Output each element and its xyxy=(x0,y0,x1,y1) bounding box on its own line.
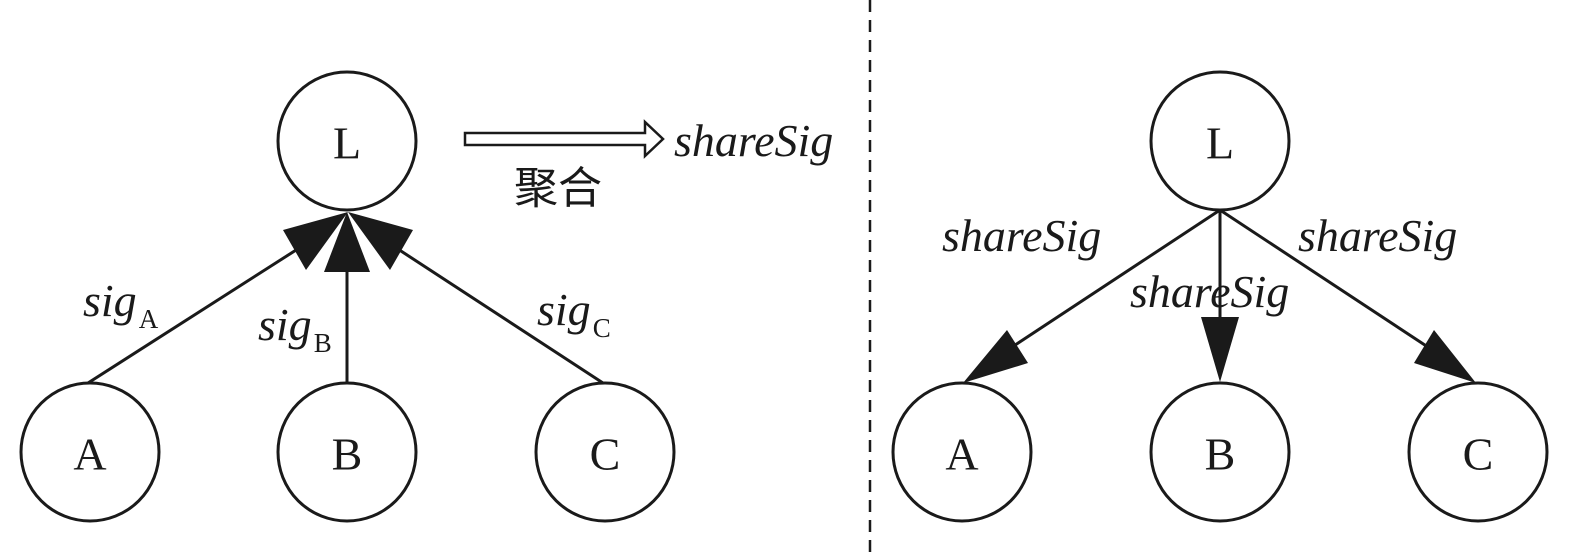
left-edge-c-label-sub: C xyxy=(593,313,611,343)
right-node-l: L xyxy=(1149,70,1291,212)
left-node-a-label: A xyxy=(73,429,106,480)
right-edge-a-arrowhead xyxy=(963,330,1028,383)
right-edge-b-label: shareSig xyxy=(1130,266,1289,317)
right-node-c-label: C xyxy=(1463,429,1494,480)
left-node-b: B xyxy=(276,381,418,523)
left-edge-b-label: sigB xyxy=(258,299,332,358)
left-edge-c-line xyxy=(377,234,604,385)
left-node-l: L xyxy=(276,70,418,212)
left-node-c: C xyxy=(534,381,676,523)
right-edge-c-arrowhead xyxy=(1414,330,1476,383)
right-node-b-label: B xyxy=(1205,429,1236,480)
aggregate-label: 聚合 xyxy=(514,163,602,214)
right-node-b: B xyxy=(1149,381,1291,523)
left-edge-a-arrowhead xyxy=(283,212,348,270)
left-edge-a-label-sub: A xyxy=(139,304,159,334)
left-panel: L A B C sigA sigB sigC shareSig 聚合 xyxy=(19,70,833,523)
right-edge-b-arrowhead xyxy=(1201,317,1239,382)
right-edge-a-label: shareSig xyxy=(942,210,1101,261)
right-node-l-label: L xyxy=(1206,118,1234,169)
left-node-c-label: C xyxy=(590,429,621,480)
aggregate-result-label: shareSig xyxy=(674,115,833,166)
right-edge-a-line xyxy=(999,208,1221,357)
left-edge-c-label: sigC xyxy=(537,284,611,343)
left-node-a: A xyxy=(19,381,161,523)
left-edge-a-line xyxy=(87,234,319,385)
left-node-b-label: B xyxy=(332,429,363,480)
right-node-c: C xyxy=(1407,381,1549,523)
right-panel: L A B C shareSig shareSig shareSig xyxy=(891,70,1549,523)
left-node-l-label: L xyxy=(333,118,361,169)
left-edge-b-label-sub: B xyxy=(314,328,332,358)
right-edge-c-line xyxy=(1219,208,1441,357)
left-edge-c-arrowhead xyxy=(348,212,413,270)
right-edge-c-label: shareSig xyxy=(1298,210,1457,261)
left-edge-b-arrowhead xyxy=(324,212,370,272)
aggregate-arrow-icon xyxy=(463,119,665,159)
left-edge-a-label-base: sig xyxy=(83,275,137,326)
right-node-a: A xyxy=(891,381,1033,523)
right-node-a-label: A xyxy=(945,429,978,480)
left-edge-c-label-base: sig xyxy=(537,284,591,335)
left-edge-a-label: sigA xyxy=(83,275,159,334)
left-edge-b-label-base: sig xyxy=(258,299,312,350)
